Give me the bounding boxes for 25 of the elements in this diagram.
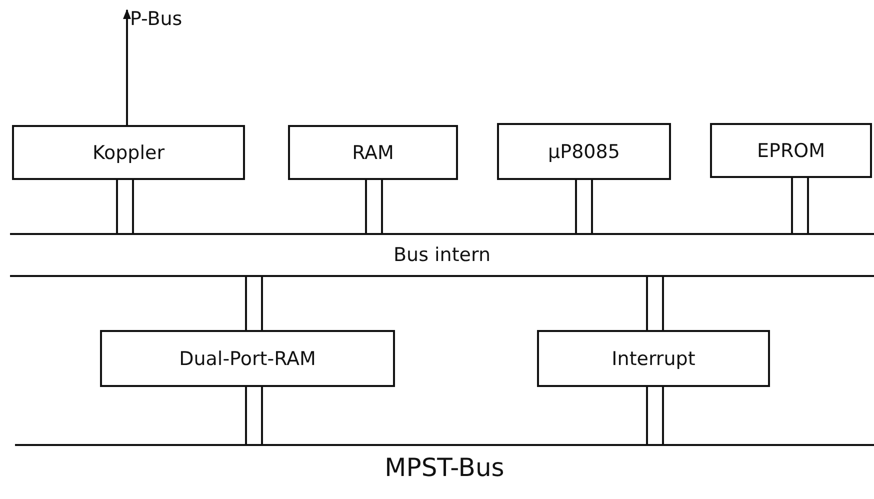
module-box [710,123,872,178]
module-label: Koppler [92,142,165,164]
module-box [100,330,395,387]
arrow [123,9,131,125]
bus-label: Bus intern [394,244,490,266]
module-box [497,123,671,180]
module-label: Interrupt [612,348,696,370]
module-label: EPROM [756,140,825,162]
module-box [537,330,770,387]
bus-connector [575,179,593,234]
module-label: µP8085 [548,140,620,162]
bus-label: P-Bus [130,8,182,30]
module-box [12,125,245,180]
bus-connector [116,179,134,234]
bus-band [10,233,874,277]
module-label: RAM [352,142,394,164]
bus-connector [365,179,383,234]
bus-connector [245,276,263,331]
bus-connector [245,386,263,445]
bus-connector [646,276,664,331]
bus-connector [791,177,809,234]
bus-connector [646,386,664,445]
module-box [288,125,458,180]
bus-label: MPST-Bus [384,452,504,482]
module-label: Dual-Port-RAM [179,348,316,370]
